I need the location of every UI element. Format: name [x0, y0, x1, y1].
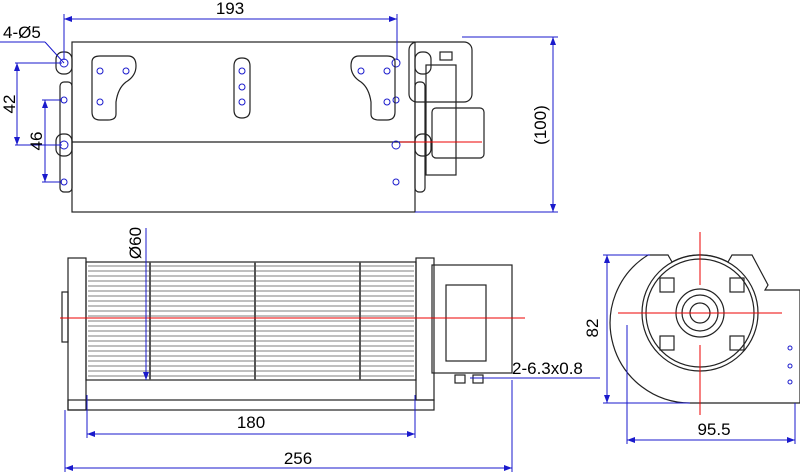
- front-view: Ø60 180 256 2-6.3x0.8: [60, 227, 600, 472]
- centerlines: [618, 232, 782, 415]
- width-95-5-label: 95.5: [697, 420, 730, 439]
- mounting-holes: [59, 58, 401, 186]
- bracket-embosses: [91, 55, 396, 121]
- terminal-label: 2-6.3x0.8: [512, 359, 583, 378]
- side-view: 82 95.5: [583, 232, 800, 444]
- dimensions-top: [0, 14, 558, 213]
- housing-outline: [71, 41, 416, 213]
- dimensions-front: [64, 228, 600, 472]
- left-endplate: [67, 257, 87, 411]
- length-256-label: 256: [284, 449, 312, 468]
- diameter-60-label: Ø60: [126, 227, 145, 259]
- motor-clips: [659, 277, 745, 351]
- spacing-46-label: 46: [27, 132, 46, 151]
- scroll-housing: [609, 254, 800, 404]
- right-endplate: [415, 257, 435, 401]
- width-193-label: 193: [216, 0, 244, 18]
- terminal-points: [787, 345, 793, 385]
- height-82-label: 82: [583, 319, 602, 338]
- motor-top: [408, 41, 485, 176]
- holes-label: 4-Ø5: [3, 23, 41, 42]
- motor-front: [431, 264, 513, 384]
- spacing-42-label: 42: [0, 95, 19, 114]
- length-180-label: 180: [237, 413, 265, 432]
- base-plate: [67, 399, 435, 411]
- left-bearing: [61, 291, 69, 343]
- dimensions-side: [603, 254, 796, 444]
- impeller-blades: [88, 262, 414, 380]
- height-100-label: (100): [531, 105, 550, 145]
- top-view: 193 4-Ø5 42 46 (100): [0, 0, 558, 213]
